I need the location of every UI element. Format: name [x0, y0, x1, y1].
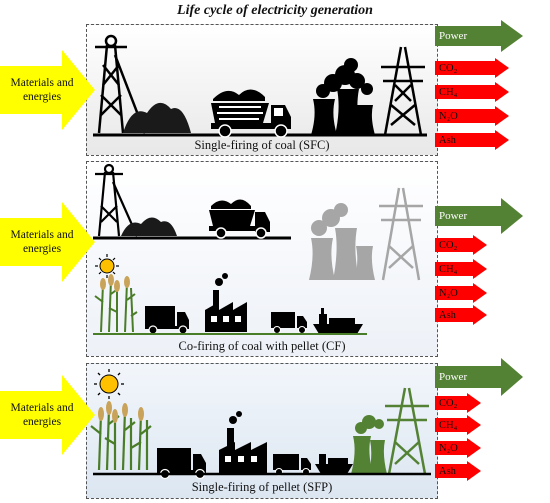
ch4-emission-arrow: CH₄: [435, 415, 481, 435]
n2o-label: N₂O: [439, 287, 458, 299]
co-firing-illustration: [93, 163, 423, 335]
pellet-chain-illustration: [90, 369, 431, 480]
pellet-factory-icon: [219, 411, 267, 474]
coal-power-plant-icon: [311, 58, 375, 135]
ash-emission-arrow: Ash: [435, 130, 509, 150]
co-firing-power-plant-icon: [309, 203, 375, 280]
transmission-tower-icon: [385, 387, 429, 475]
cargo-ship-icon: [313, 308, 363, 334]
diagram-title: Life cycle of electricity generation: [177, 3, 373, 18]
cargo-ship-icon: [315, 454, 353, 474]
mine-headframe-icon: [95, 163, 139, 237]
ch4-label: CH₄: [439, 86, 458, 98]
sun-icon: [95, 254, 119, 278]
co2-emission-arrow: CO₂: [435, 235, 487, 255]
transmission-tower-icon: [379, 187, 423, 281]
coal-truck-icon: [209, 199, 270, 239]
pellet-truck-icon-2: [273, 454, 311, 476]
ash-label: Ash: [439, 134, 456, 146]
panel-caption: Single-firing of pellet (SFP): [191, 480, 333, 494]
n2o-label: N₂O: [439, 110, 458, 122]
co2-emission-arrow: CO₂: [435, 58, 509, 78]
pellet-power-plant-icon: [351, 415, 387, 474]
input-arrow-label: Materials and energies: [10, 402, 74, 428]
biomass-crop-icon: [90, 401, 152, 471]
ch4-label: CH₄: [439, 419, 458, 431]
ch4-emission-arrow: CH₄: [435, 259, 487, 279]
co2-label: CO₂: [439, 239, 458, 251]
ash-label: Ash: [439, 465, 456, 477]
power-output-arrow: Power: [435, 358, 523, 396]
sun-icon: [94, 369, 124, 399]
input-arrow-sfc: Materials and energies: [0, 50, 95, 130]
input-arrow-label: Materials and energies: [10, 229, 74, 255]
pellet-factory-icon: [205, 273, 247, 332]
ash-emission-arrow: Ash: [435, 305, 487, 325]
panel-single-firing-pellet: Single-firing of pellet (SFP): [86, 363, 438, 499]
ch4-emission-arrow: CH₄: [435, 82, 509, 102]
panel-co-firing: Co-firing of coal with pellet (CF): [86, 161, 438, 357]
coal-chain-illustration: [93, 34, 427, 138]
pellet-truck-icon: [145, 306, 189, 335]
ash-label: Ash: [439, 309, 456, 321]
power-label: Power: [439, 30, 468, 42]
co2-label: CO₂: [439, 62, 458, 74]
input-arrow-label: Materials and energies: [10, 77, 74, 103]
power-label: Power: [439, 210, 468, 222]
co2-emission-arrow: CO₂: [435, 393, 481, 413]
n2o-emission-arrow: N₂O: [435, 283, 487, 303]
co2-label: CO₂: [439, 397, 458, 409]
input-arrow-cf: Materials and energies: [0, 202, 95, 282]
n2o-label: N₂O: [439, 442, 458, 454]
ch4-label: CH₄: [439, 263, 458, 275]
power-output-arrow: Power: [435, 198, 523, 234]
power-output-arrow: Power: [435, 20, 523, 52]
coal-pile-icon: [123, 102, 191, 133]
biomass-crop-icon: [94, 274, 138, 333]
power-label: Power: [439, 371, 468, 383]
pellet-truck-icon-2: [271, 312, 307, 334]
coal-pile-icon: [121, 217, 177, 236]
input-arrow-sfp: Materials and energies: [0, 375, 95, 455]
mine-headframe-icon: [95, 34, 147, 134]
panel-single-firing-coal: Single-firing of coal (SFC): [86, 24, 438, 156]
n2o-emission-arrow: N₂O: [435, 106, 509, 126]
panel-caption: Co-firing of coal with pellet (CF): [178, 339, 346, 353]
coal-truck-icon: [211, 89, 291, 138]
transmission-tower-icon: [381, 46, 425, 136]
n2o-emission-arrow: N₂O: [435, 438, 481, 458]
ash-emission-arrow: Ash: [435, 461, 481, 481]
panel-caption: Single-firing of coal (SFC): [194, 138, 330, 152]
